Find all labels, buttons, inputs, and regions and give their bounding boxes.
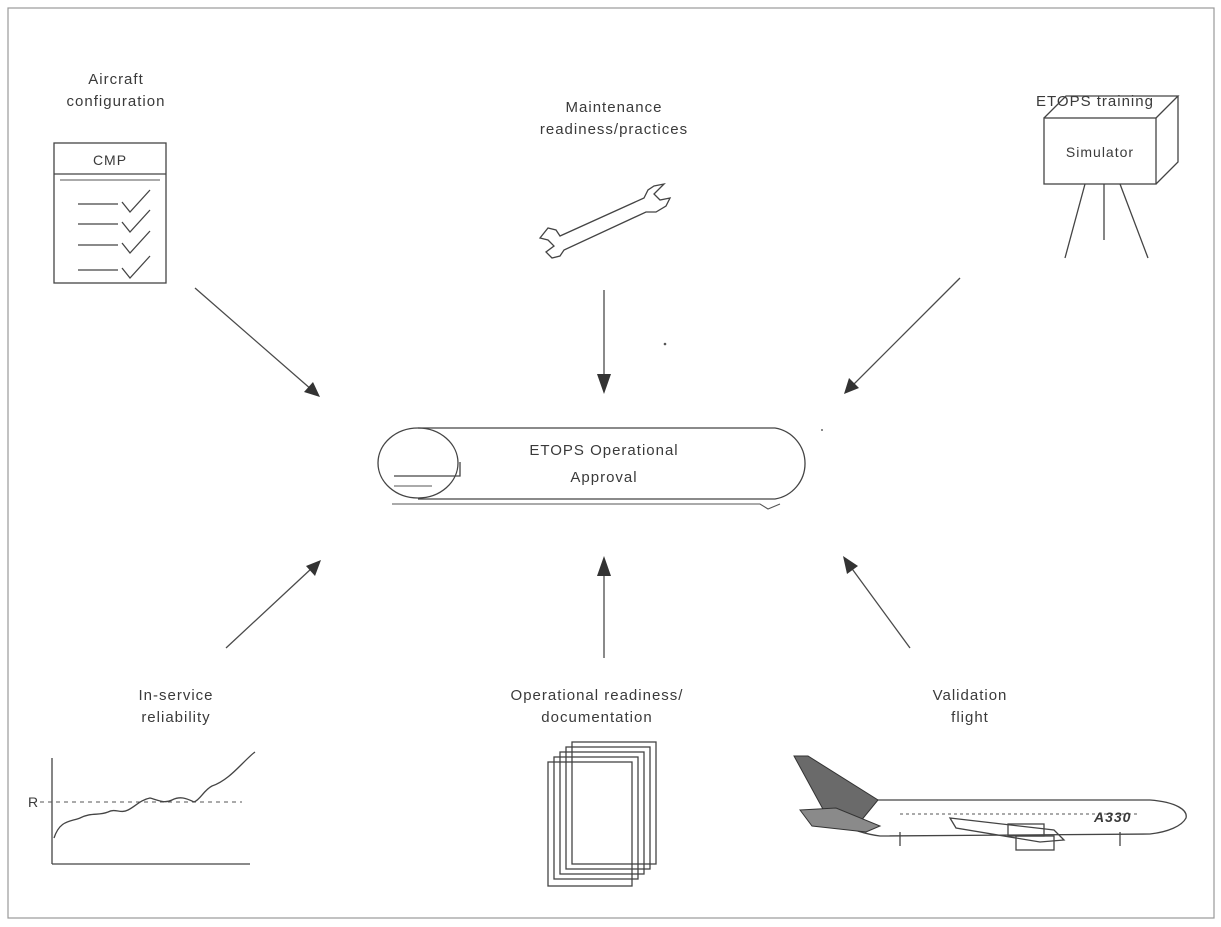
operational-label-line2: documentation (541, 709, 652, 726)
center-title-line1: ETOPS Operational (529, 442, 678, 459)
aircraft-configuration-node: Aircraft configuration CMP (54, 71, 166, 283)
arrow-from-reliability (226, 560, 321, 648)
etops-training-node: ETOPS training Simulator (1036, 93, 1178, 258)
aircraft-type-text: A330 (1093, 809, 1131, 825)
reliability-label-line1: In-service (138, 687, 213, 704)
simulator-icon: Simulator (1044, 96, 1178, 258)
scan-speck (821, 429, 823, 431)
arrow-from-operational (597, 556, 611, 658)
simulator-box-label: Simulator (1066, 144, 1134, 160)
maintenance-node: Maintenance readiness/practices (540, 99, 688, 258)
diagram-frame (8, 8, 1214, 918)
cmp-box-label: CMP (93, 152, 127, 168)
reliability-axis-label: R (28, 794, 39, 810)
aircraft-configuration-label-line1: Aircraft (88, 71, 144, 88)
validation-label-line1: Validation (933, 687, 1008, 704)
airbus-aircraft-icon: A330 (794, 756, 1186, 850)
validation-flight-node: Validation flight A330 (794, 687, 1186, 850)
validation-label-line2: flight (951, 709, 989, 726)
center-title-line2: Approval (570, 469, 637, 486)
scan-speck (664, 343, 667, 346)
operational-label-line1: Operational readiness/ (511, 687, 684, 704)
wrench-icon (540, 184, 670, 258)
arrow-from-maintenance (597, 290, 611, 394)
document-stack-icon (548, 742, 656, 886)
arrow-from-validation (843, 556, 910, 648)
cmp-checklist-icon: CMP (54, 143, 166, 283)
operational-readiness-node: Operational readiness/ documentation (511, 687, 684, 886)
aircraft-configuration-label-line2: configuration (67, 93, 166, 110)
reliability-graph-icon: R (28, 752, 255, 864)
maintenance-label-line2: readiness/practices (540, 121, 688, 138)
reliability-label-line2: reliability (141, 709, 210, 726)
approval-scroll: ETOPS Operational Approval (378, 428, 805, 509)
arrow-from-training (844, 278, 960, 394)
maintenance-label-line1: Maintenance (566, 99, 663, 116)
in-service-reliability-node: In-service reliability R (28, 687, 255, 864)
arrow-from-aircraft-config (195, 288, 320, 397)
